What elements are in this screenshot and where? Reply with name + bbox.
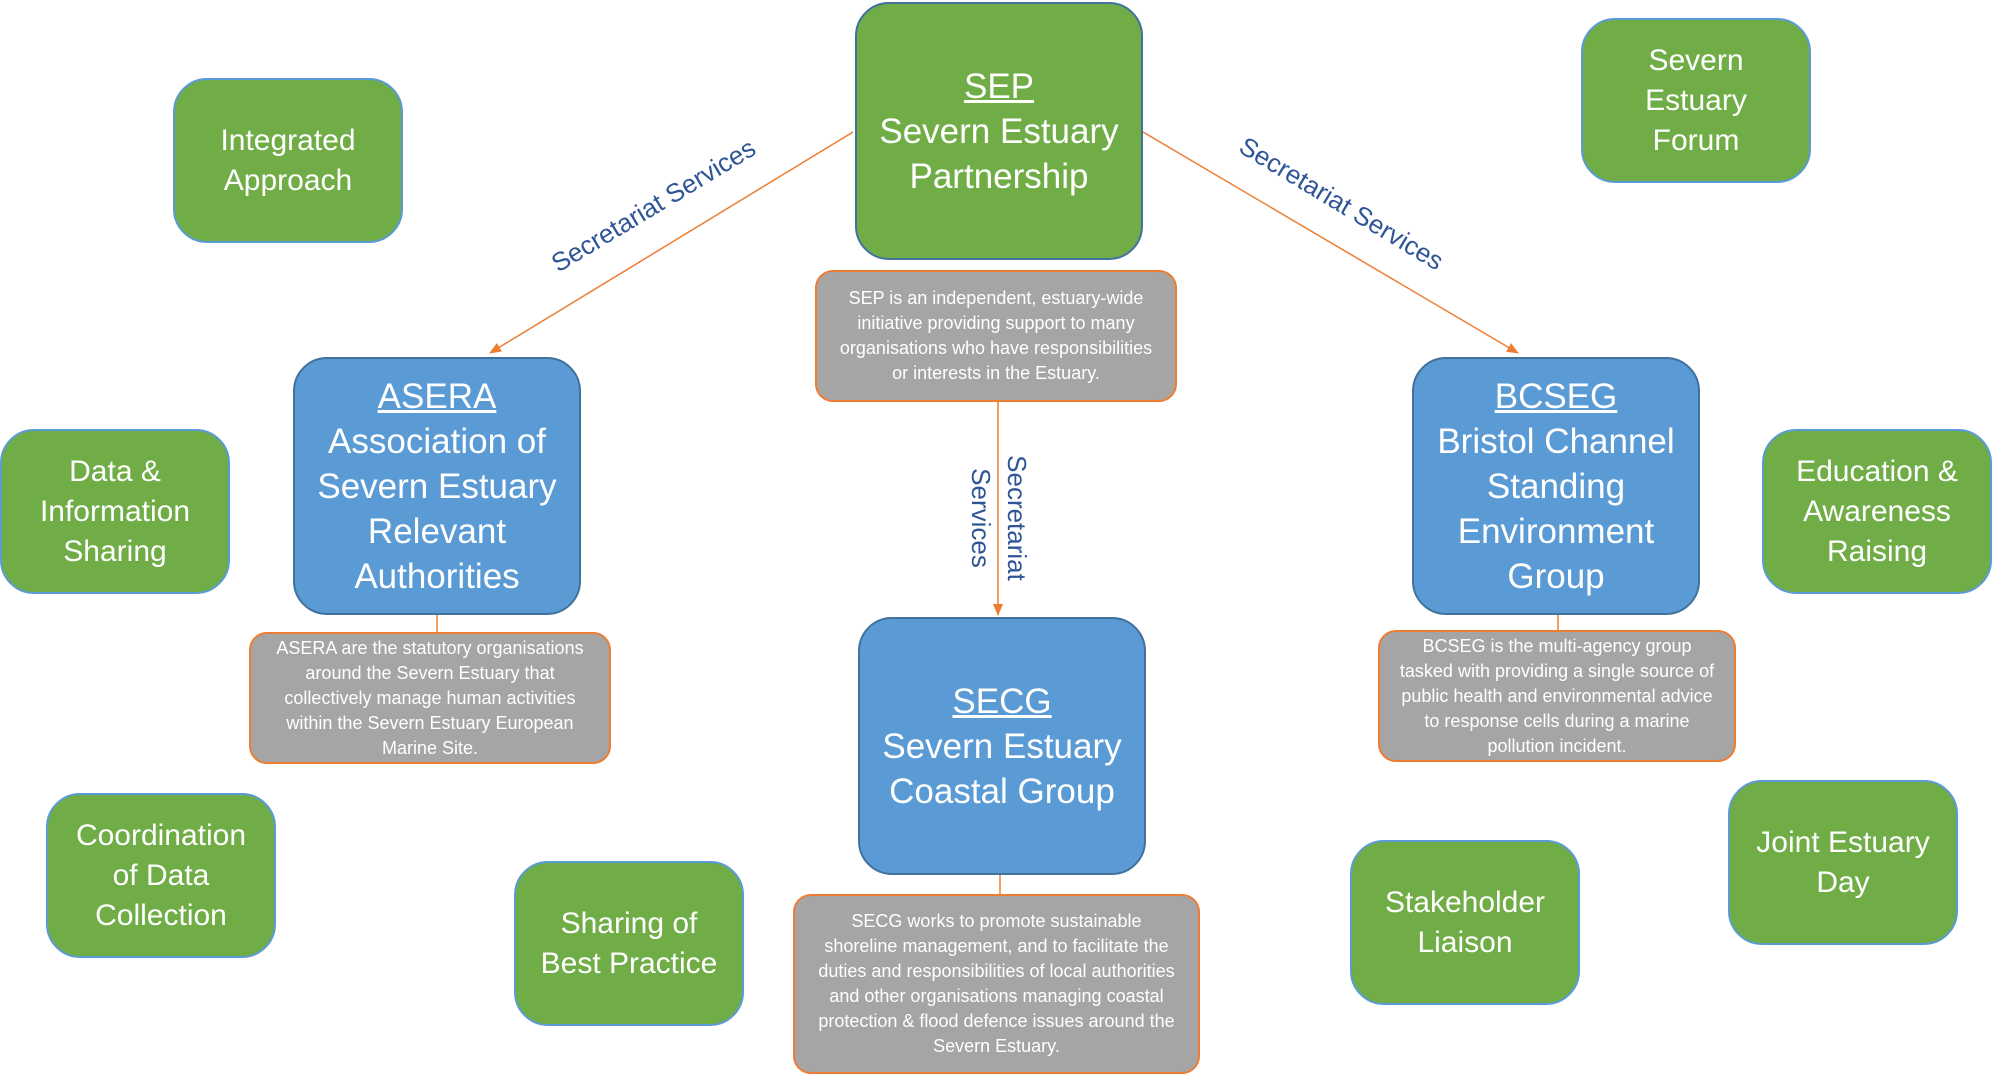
bcseg-name-line-1: Bristol Channel — [1437, 421, 1675, 461]
theme-line: Sharing of — [560, 906, 698, 940]
theme-line: Best Practice — [540, 946, 718, 980]
theme-line: Joint Estuary — [1756, 825, 1930, 859]
theme-integrated-approach[interactable]: Integrated Approach — [173, 78, 403, 243]
secg-name-line-1: Severn Estuary — [882, 726, 1122, 766]
theme-line: Sharing — [63, 534, 167, 568]
theme-line: Coordination — [75, 818, 247, 852]
theme-stakeholder-liaison[interactable]: Stakeholder Liaison — [1350, 840, 1580, 1005]
theme-line: of Data — [112, 858, 210, 892]
theme-line: Approach — [223, 163, 353, 197]
center-link-label-1: Secretariat — [1002, 455, 1032, 581]
node-asera[interactable]: ASERA Association of Severn Estuary Rele… — [293, 357, 581, 615]
theme-line: Estuary — [1645, 83, 1747, 117]
theme-sharing-best-practice[interactable]: Sharing of Best Practice — [514, 861, 744, 1026]
theme-line: Liaison — [1417, 925, 1513, 959]
node-bcseg[interactable]: BCSEG Bristol Channel Standing Environme… — [1412, 357, 1700, 615]
node-sep[interactable]: SEP Severn Estuary Partnership — [855, 2, 1143, 260]
theme-joint-estuary-day[interactable]: Joint Estuary Day — [1728, 780, 1958, 945]
arrow-sep-to-asera — [489, 131, 854, 354]
bcseg-abbr: BCSEG — [1494, 376, 1618, 416]
sep-name-line-1: Severn Estuary — [879, 111, 1119, 151]
theme-line: Raising — [1826, 534, 1928, 568]
bcseg-name-line-3: Environment — [1457, 511, 1655, 551]
secg-abbr: SECG — [952, 681, 1052, 721]
secg-description: SECG works to promote sustainable shorel… — [818, 911, 1175, 1056]
theme-line: Education & — [1796, 454, 1958, 488]
left-link-label: Secretariat Services — [546, 133, 761, 279]
bcseg-name-line-2: Standing — [1486, 466, 1626, 506]
sep-abbr: SEP — [963, 66, 1035, 106]
note-secg: SECG works to promote sustainable shorel… — [793, 894, 1200, 1074]
note-sep: SEP is an independent, estuary-wide init… — [815, 270, 1177, 402]
node-secg[interactable]: SECG Severn Estuary Coastal Group — [858, 617, 1146, 875]
theme-line: Forum — [1652, 123, 1740, 157]
theme-line: Information — [39, 494, 191, 528]
asera-name-line-4: Authorities — [354, 556, 520, 596]
sep-description: SEP is an independent, estuary-wide init… — [839, 288, 1153, 383]
sep-name-line-2: Partnership — [909, 156, 1089, 196]
asera-description: ASERA are the statutory organisations ar… — [276, 637, 584, 758]
center-link-label-2: Services — [966, 468, 996, 568]
theme-line: Severn — [1648, 43, 1744, 77]
theme-line: Stakeholder — [1384, 885, 1546, 919]
theme-line: Awareness — [1803, 494, 1951, 528]
arrow-sep-to-bcseg — [1142, 131, 1519, 354]
theme-line: Collection — [95, 898, 227, 932]
note-asera: ASERA are the statutory organisations ar… — [249, 632, 611, 764]
asera-name-line-1: Association of — [328, 421, 546, 461]
secg-name-line-2: Coastal Group — [889, 771, 1115, 811]
asera-abbr: ASERA — [377, 376, 497, 416]
bcseg-description: BCSEG is the multi-agency group tasked w… — [1399, 635, 1715, 756]
bcseg-name-line-4: Group — [1507, 556, 1605, 596]
asera-name-line-2: Severn Estuary — [317, 466, 557, 506]
theme-line: Data & — [69, 454, 161, 488]
theme-coordination-data-collection[interactable]: Coordination of Data Collection — [46, 793, 276, 958]
theme-data-information-sharing[interactable]: Data & Information Sharing — [0, 429, 230, 594]
theme-line: Day — [1816, 865, 1870, 899]
right-link-label: Secretariat Services — [1234, 131, 1449, 277]
note-bcseg: BCSEG is the multi-agency group tasked w… — [1378, 630, 1736, 762]
theme-severn-estuary-forum[interactable]: Severn Estuary Forum — [1581, 18, 1811, 183]
theme-line: Integrated — [220, 123, 356, 157]
theme-education-awareness[interactable]: Education & Awareness Raising — [1762, 429, 1992, 594]
asera-name-line-3: Relevant — [367, 511, 507, 551]
